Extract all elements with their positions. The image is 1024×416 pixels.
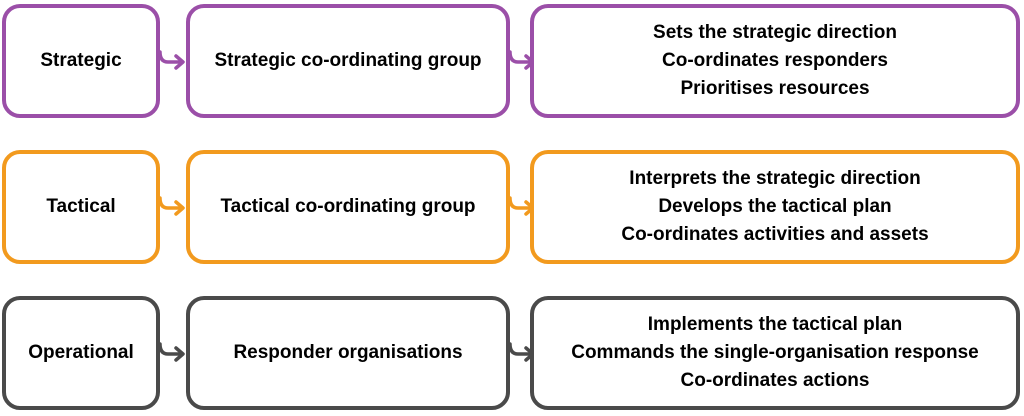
description-line: Co-ordinates responders — [662, 50, 888, 71]
description-line: Interprets the strategic direction — [629, 168, 921, 189]
description-line: Commands the single-organisation respons… — [571, 342, 979, 363]
level-label: Operational — [28, 342, 134, 363]
description-line: Prioritises resources — [680, 78, 870, 99]
group-box-strategic: Strategic co-ordinating group — [186, 4, 510, 118]
description-box-strategic: Sets the strategic direction Co-ordinate… — [530, 4, 1020, 118]
level-box-strategic: Strategic — [2, 4, 160, 118]
description-line: Co-ordinates actions — [680, 370, 870, 391]
arrow-right-icon — [158, 196, 185, 216]
group-label: Tactical co-ordinating group — [220, 196, 476, 217]
description-line: Co-ordinates activities and assets — [621, 224, 929, 245]
description-line: Implements the tactical plan — [647, 314, 903, 335]
row-strategic: Strategic Strategic co-ordinating group … — [0, 4, 1024, 124]
description-line: Develops the tactical plan — [658, 196, 892, 217]
row-operational: Operational Responder organisations Impl… — [0, 296, 1024, 416]
description-box-tactical: Interprets the strategic direction Devel… — [530, 150, 1020, 264]
description-box-operational: Implements the tactical plan Commands th… — [530, 296, 1020, 410]
group-box-operational: Responder organisations — [186, 296, 510, 410]
arrow-right-icon — [158, 50, 185, 70]
group-box-tactical: Tactical co-ordinating group — [186, 150, 510, 264]
arrow-right-icon — [158, 342, 185, 362]
level-box-tactical: Tactical — [2, 150, 160, 264]
description-line: Sets the strategic direction — [653, 22, 897, 43]
level-box-operational: Operational — [2, 296, 160, 410]
group-label: Strategic co-ordinating group — [214, 50, 482, 71]
level-label: Tactical — [46, 196, 116, 217]
group-label: Responder organisations — [233, 342, 463, 363]
level-label: Strategic — [40, 50, 122, 71]
row-tactical: Tactical Tactical co-ordinating group In… — [0, 150, 1024, 270]
